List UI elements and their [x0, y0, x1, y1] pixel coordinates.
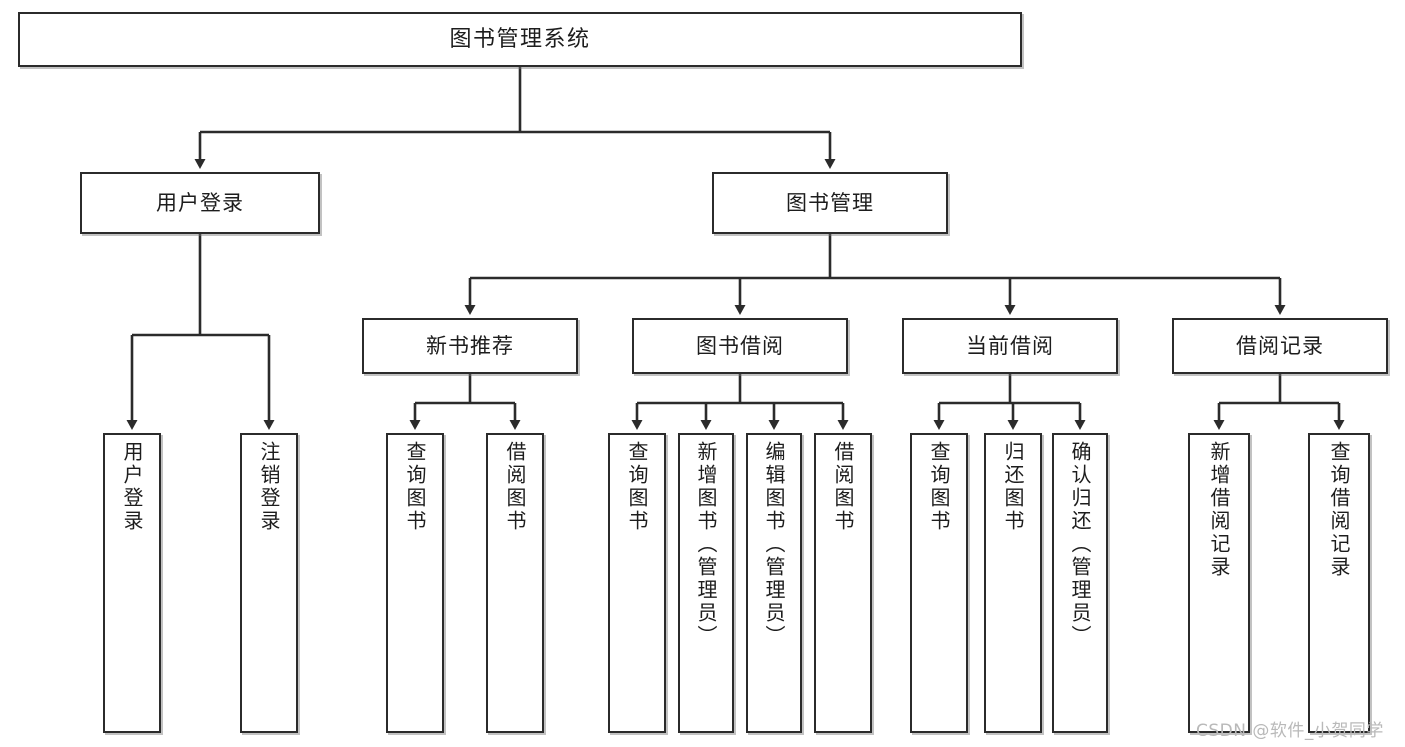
node-book-manage[interactable]: 图书管理 — [712, 172, 948, 234]
node-borrow-record-label: 借阅记录 — [1236, 333, 1324, 358]
leaf-borrow-edit-book-label: 编辑图书（管理员） — [762, 441, 786, 648]
leaf-current-query-book[interactable]: 查询图书 — [910, 433, 968, 733]
node-book-manage-label: 图书管理 — [786, 190, 874, 215]
leaf-user-login[interactable]: 用户登录 — [103, 433, 161, 733]
leaf-borrow-add-book-label: 新增图书（管理员） — [694, 441, 718, 648]
leaf-current-confirm-return-label: 确认归还（管理员） — [1068, 441, 1092, 648]
csdn-watermark: CSDN @软件_小贺同学 — [1196, 721, 1384, 741]
node-book-borrow[interactable]: 图书借阅 — [632, 318, 848, 374]
node-user-login-label: 用户登录 — [156, 190, 244, 215]
node-root[interactable]: 图书管理系统 — [18, 12, 1022, 67]
leaf-recommend-borrow-book-label: 借阅图书 — [503, 441, 527, 533]
leaf-borrow-query-book-label: 查询图书 — [625, 441, 649, 533]
leaf-recommend-query-book-label: 查询图书 — [403, 441, 427, 533]
leaf-current-return-book[interactable]: 归还图书 — [984, 433, 1042, 733]
node-current-borrow[interactable]: 当前借阅 — [902, 318, 1118, 374]
leaf-borrow-add-book[interactable]: 新增图书（管理员） — [678, 433, 734, 733]
node-new-book-recommend[interactable]: 新书推荐 — [362, 318, 578, 374]
leaf-recommend-query-book[interactable]: 查询图书 — [386, 433, 444, 733]
node-root-label: 图书管理系统 — [449, 26, 591, 52]
leaf-borrow-borrow-book[interactable]: 借阅图书 — [814, 433, 872, 733]
leaf-user-login-label: 用户登录 — [120, 441, 144, 533]
node-new-book-recommend-label: 新书推荐 — [426, 333, 514, 358]
leaf-user-logout-label: 注销登录 — [257, 441, 281, 533]
leaf-borrow-query-book[interactable]: 查询图书 — [608, 433, 666, 733]
leaf-record-query-record-label: 查询借阅记录 — [1327, 441, 1351, 579]
leaf-record-add-record[interactable]: 新增借阅记录 — [1188, 433, 1250, 733]
leaf-user-logout[interactable]: 注销登录 — [240, 433, 298, 733]
leaf-current-confirm-return[interactable]: 确认归还（管理员） — [1052, 433, 1108, 733]
node-borrow-record[interactable]: 借阅记录 — [1172, 318, 1388, 374]
node-user-login[interactable]: 用户登录 — [80, 172, 320, 234]
node-book-borrow-label: 图书借阅 — [696, 333, 784, 358]
leaf-borrow-edit-book[interactable]: 编辑图书（管理员） — [746, 433, 802, 733]
leaf-current-query-book-label: 查询图书 — [927, 441, 951, 533]
node-current-borrow-label: 当前借阅 — [966, 333, 1054, 358]
leaf-record-add-record-label: 新增借阅记录 — [1207, 441, 1231, 579]
leaf-current-return-book-label: 归还图书 — [1001, 441, 1025, 533]
leaf-record-query-record[interactable]: 查询借阅记录 — [1308, 433, 1370, 733]
leaf-borrow-borrow-book-label: 借阅图书 — [831, 441, 855, 533]
leaf-recommend-borrow-book[interactable]: 借阅图书 — [486, 433, 544, 733]
